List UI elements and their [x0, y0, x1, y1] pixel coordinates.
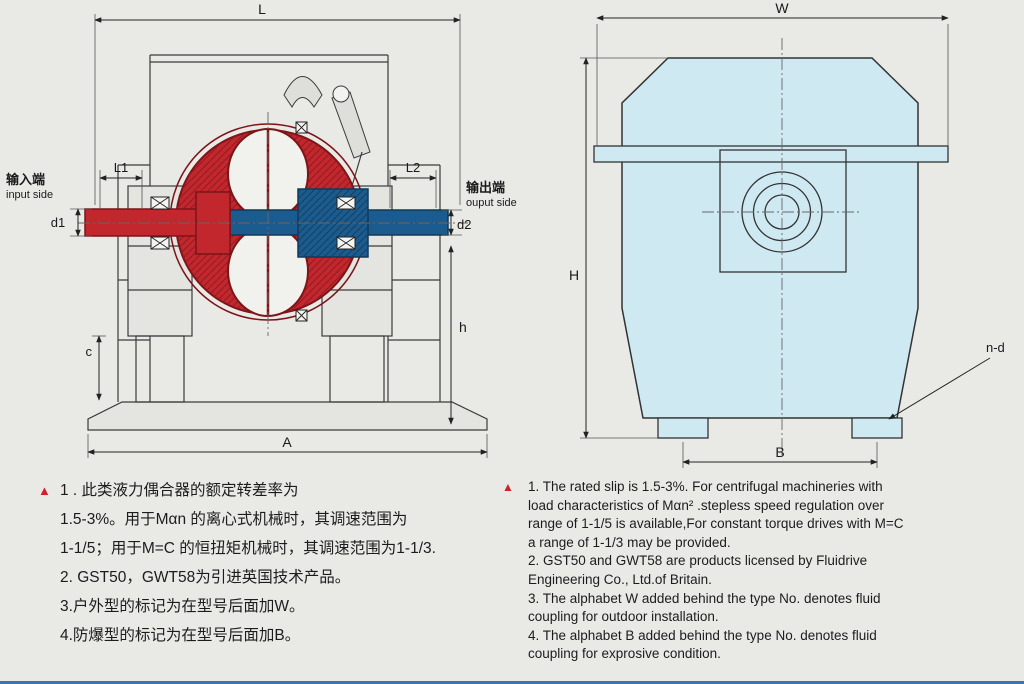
output-side-label-cn: 输出端 — [466, 180, 505, 195]
note-line: ▲ 1 . 此类液力偶合器的额定转差率为 — [38, 476, 506, 505]
note-line: ▲ 1. The rated slip is 1.5-3%. For centri… — [502, 478, 988, 497]
note-line: coupling for outdoor installation. — [528, 609, 719, 625]
dim-label-L1: L1 — [114, 160, 128, 175]
note-line: range of 1-1/5 is available,For constant… — [528, 516, 904, 532]
lever-arm — [331, 91, 371, 159]
lifting-bracket — [283, 76, 323, 108]
note-line: 4. The alphabet B added behind the type … — [528, 627, 877, 643]
dim-label-d2: d2 — [457, 217, 471, 232]
note-marker-icon: ▲ — [502, 480, 514, 494]
note-line: load characteristics of Mαn² .stepless s… — [528, 497, 884, 513]
input-side-label-cn: 输入端 — [6, 172, 45, 187]
input-side-label-en: input side — [6, 189, 53, 201]
page-bottom-rule — [0, 681, 1024, 684]
note-text: 1 . 此类液力偶合器的额定转差率为 — [60, 482, 299, 499]
note-line: Engineering Co., Ltd.of Britain. — [528, 571, 712, 587]
front-dimensions: W H B n-d — [569, 0, 1005, 468]
note-line: 3. The alphabet W added behind the type … — [528, 590, 881, 606]
right-foot — [851, 417, 903, 439]
note-text: 1. The rated slip is 1.5-3%. For centrif… — [528, 479, 883, 494]
section-view-drawing: L L1 L2 d1 d2 h c A 输入端 input si — [6, 1, 517, 458]
notes-english: ▲ 1. The rated slip is 1.5-3%. For centri… — [502, 478, 988, 664]
note-line: 1-1/5；用于M=C 的恒扭矩机械时，其调速范围为1-1/3. — [60, 540, 436, 557]
dim-label-h: h — [459, 319, 467, 335]
note-line: coupling for exprosive condition. — [528, 646, 721, 662]
side-labels: 输入端 input side 输出端 ouput side — [6, 172, 517, 209]
dim-label-B: B — [775, 444, 784, 460]
split-flange — [593, 145, 949, 163]
section-dimensions: L L1 L2 d1 d2 h c A — [51, 1, 488, 458]
output-side-label-en: ouput side — [466, 197, 517, 209]
dim-label-A: A — [282, 434, 292, 450]
dim-label-L: L — [258, 1, 266, 17]
note-line: 4.防爆型的标记为在型号后面加B。 — [60, 627, 301, 644]
base-plate — [87, 401, 488, 431]
note-marker-icon: ▲ — [38, 483, 51, 498]
mounting-face — [719, 149, 847, 273]
dim-label-H: H — [569, 267, 579, 283]
note-line: a range of 1-1/3 may be provided. — [528, 534, 731, 550]
housing-front — [593, 38, 949, 458]
notes-chinese: ▲ 1 . 此类液力偶合器的额定转差率为 1.5-3%。用于Mαn 的离心式机械时… — [38, 476, 506, 650]
note-line: 2. GST50 and GWT58 are products licensed… — [528, 553, 868, 569]
dim-label-c: c — [86, 344, 93, 359]
left-foot — [657, 417, 709, 439]
dim-label-n-d: n-d — [986, 340, 1005, 355]
note-line: 2. GST50，GWT58为引进英国技术产品。 — [60, 569, 351, 586]
front-view-drawing: W H B n-d — [569, 0, 1005, 468]
dim-label-W: W — [775, 0, 789, 16]
note-line: 3.户外型的标记为在型号后面加W。 — [60, 598, 305, 615]
dim-label-L2: L2 — [406, 160, 420, 175]
note-line: 1.5-3%。用于Mαn 的离心式机械时，其调速范围为 — [60, 511, 408, 528]
nd-leader-line — [888, 357, 991, 420]
shafts — [78, 112, 468, 336]
dim-label-d1: d1 — [51, 215, 65, 230]
